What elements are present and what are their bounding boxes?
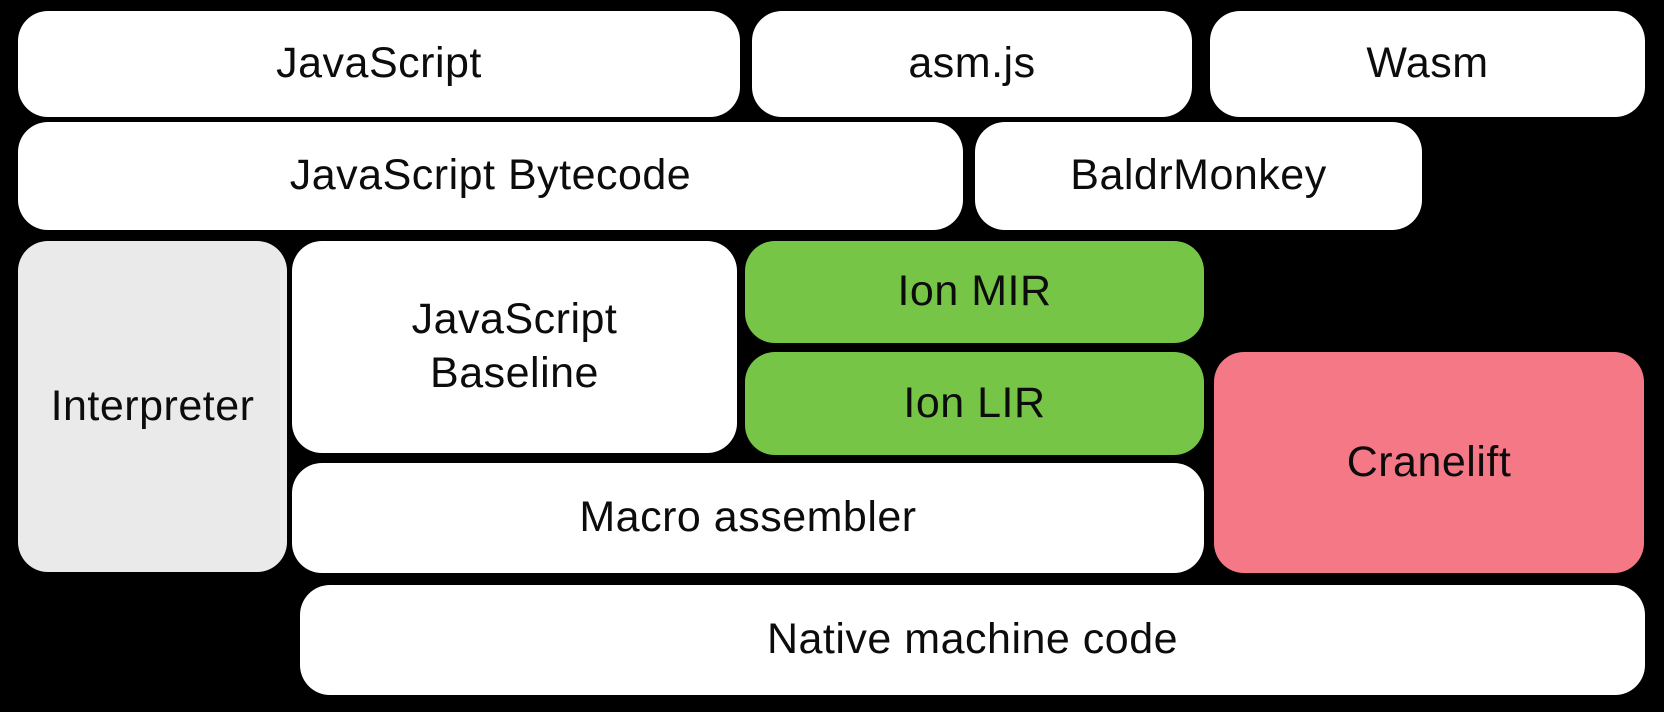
native-machine-code-label: Native machine code (766, 615, 1179, 664)
interpreter-box: Interpreter (18, 241, 287, 572)
ion-mir-label: Ion MIR (897, 267, 1052, 316)
baldrmonkey-label: BaldrMonkey (1070, 151, 1327, 200)
javascript-label: JavaScript (276, 39, 482, 88)
javascript-bytecode-label: JavaScript Bytecode (289, 151, 692, 200)
javascript-baseline-box: JavaScript Baseline (292, 241, 737, 453)
javascript-box: JavaScript (18, 11, 740, 117)
asm-js-label: asm.js (908, 39, 1036, 88)
macro-assembler-label: Macro assembler (579, 493, 917, 542)
ion-lir-box: Ion LIR (745, 352, 1204, 455)
cranelift-label: Cranelift (1346, 437, 1512, 486)
asm-js-box: asm.js (752, 11, 1192, 117)
interpreter-label: Interpreter (50, 381, 255, 430)
javascript-bytecode-box: JavaScript Bytecode (18, 122, 963, 230)
ion-mir-box: Ion MIR (745, 241, 1204, 343)
native-machine-code-box: Native machine code (300, 585, 1645, 695)
macro-assembler-box: Macro assembler (292, 463, 1204, 573)
javascript-baseline-label: JavaScript Baseline (411, 295, 618, 397)
wasm-box: Wasm (1210, 11, 1645, 117)
ion-lir-label: Ion LIR (903, 378, 1046, 427)
cranelift-box: Cranelift (1214, 352, 1644, 573)
baldrmonkey-box: BaldrMonkey (975, 122, 1422, 230)
wasm-label: Wasm (1366, 39, 1489, 88)
